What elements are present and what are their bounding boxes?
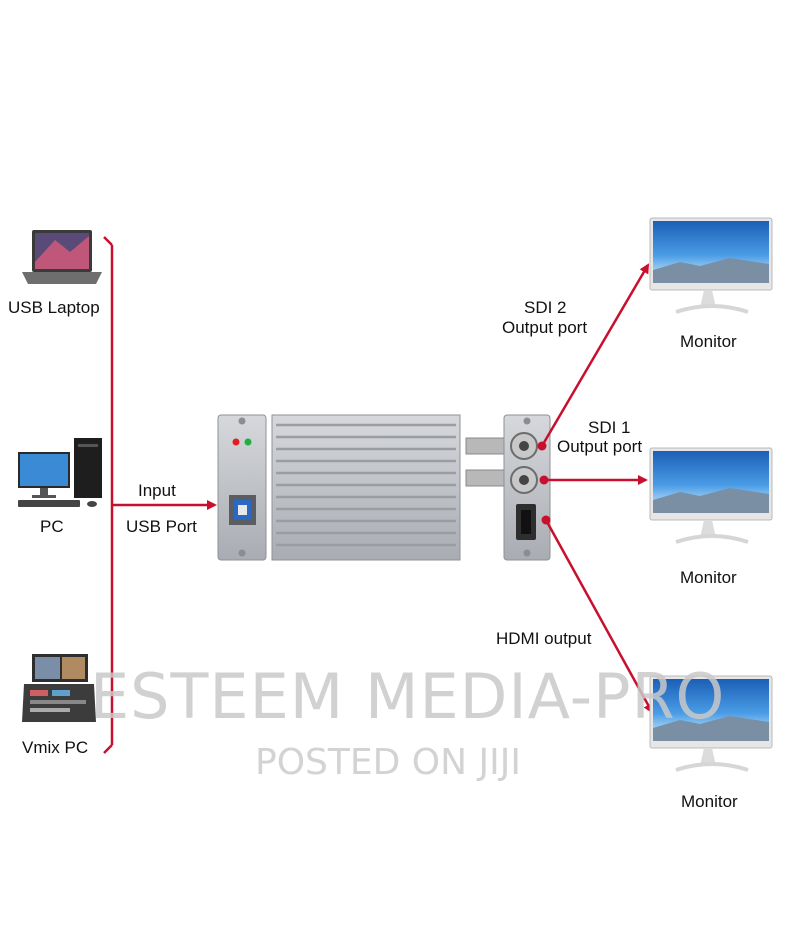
sdi2-label: SDI 2 xyxy=(524,298,567,317)
status-led-icon xyxy=(244,438,252,446)
monitor-label-2: Monitor xyxy=(680,568,737,587)
sdi2-port-label: Output port xyxy=(502,318,588,337)
input-port-label: USB Port xyxy=(126,517,197,536)
source-label-usb-laptop: USB Laptop xyxy=(8,298,100,317)
monitor-label-3: Monitor xyxy=(681,792,738,811)
monitor-icon xyxy=(649,217,773,314)
input-label: Input xyxy=(138,481,176,500)
sdi1-port-label: Output port xyxy=(557,437,643,456)
monitor-icon xyxy=(649,447,773,544)
vmix-pc-icon xyxy=(22,654,96,722)
laptop-icon xyxy=(22,230,102,284)
watermark-brand: ESTEEM MEDIA-PRO xyxy=(90,660,726,733)
monitor-icon xyxy=(649,675,773,772)
output-arrows xyxy=(537,263,654,714)
source-label-vmix-pc: Vmix PC xyxy=(22,738,89,757)
source-label-pc: PC xyxy=(40,517,64,536)
sdi1-label: SDI 1 xyxy=(588,418,631,437)
power-led-icon xyxy=(232,438,240,446)
source-bus-line xyxy=(103,236,114,754)
watermark-posted: POSTED ON JIJI xyxy=(255,742,521,783)
hdmi-label: HDMI output xyxy=(496,629,592,648)
monitor-label-1: Monitor xyxy=(680,332,737,351)
desktop-pc-icon xyxy=(18,438,102,507)
converter-device xyxy=(217,414,551,561)
